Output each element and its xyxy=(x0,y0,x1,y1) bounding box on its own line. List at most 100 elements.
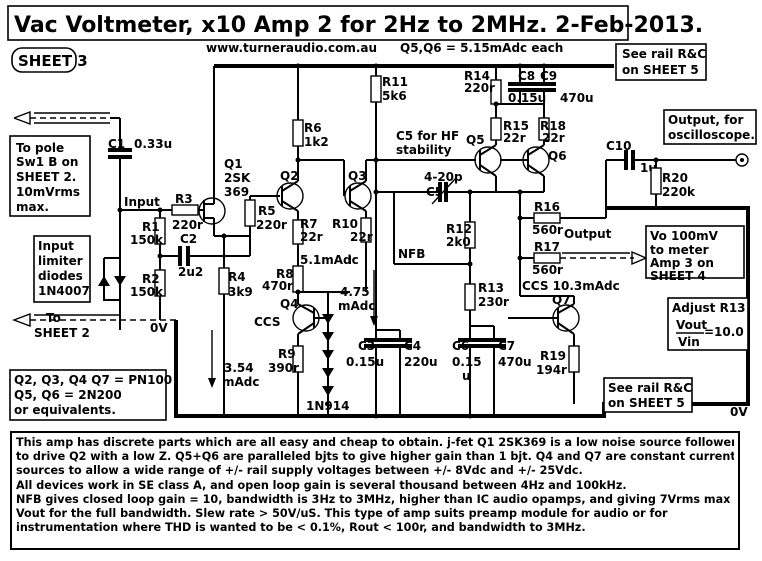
transistor-note-box xyxy=(9,369,167,421)
output-note-line1: Output, for xyxy=(668,113,744,127)
r16-resistor xyxy=(533,212,561,224)
junction-dot xyxy=(117,207,123,213)
r17-label: R17 xyxy=(534,240,560,254)
i-mid-a: 4.75 xyxy=(340,285,370,299)
r14-label: R14 xyxy=(464,69,490,83)
q3-collector-leg xyxy=(349,180,367,192)
q1-label: Q1 xyxy=(224,157,243,171)
q56-current-text: Q5,Q6 = 5.15mAdc each xyxy=(400,41,563,55)
diode-3-icon xyxy=(322,350,334,360)
c2-label: C2 xyxy=(180,232,197,246)
vo-arrow-icon xyxy=(631,250,648,266)
r4-value: 3k9 xyxy=(228,285,253,299)
input-label: Input xyxy=(124,195,160,209)
description-line: instrumentation where THD is wanted to b… xyxy=(16,521,586,535)
r9-value: 390r xyxy=(268,361,299,375)
q7-label: Q7 xyxy=(552,293,571,307)
junction-dot xyxy=(467,413,473,419)
description-line: Vout for the full bandwidth. Slew rate >… xyxy=(16,507,668,521)
ccs-right-label: CCS 10.3mAdc xyxy=(522,279,620,293)
junction-dot xyxy=(157,253,163,259)
to-sheet2-line1: To xyxy=(46,311,61,325)
c1-value: 0.33u xyxy=(134,137,172,151)
q2-circle xyxy=(276,182,304,210)
junction-dot xyxy=(541,63,547,69)
c5-note-a: C5 for HF xyxy=(396,129,459,143)
sheet-box xyxy=(11,47,77,73)
vo-note-line2: to meter xyxy=(650,243,709,257)
r20-value: 220k xyxy=(662,185,696,199)
r4-label: R4 xyxy=(228,270,246,284)
adjust-vout: Vout xyxy=(676,318,707,332)
q2-collector-leg xyxy=(281,180,299,192)
vo-note-line4: SHEET 4 xyxy=(650,269,706,283)
r20-label: R20 xyxy=(662,171,688,185)
r11-resistor xyxy=(370,75,382,103)
sheet-label: SHEET 3 xyxy=(18,52,88,70)
junction-dot xyxy=(221,233,227,239)
diode-b-icon xyxy=(114,276,126,286)
output-note-box xyxy=(663,109,757,145)
r6-resistor xyxy=(292,119,304,147)
adjust-note-box xyxy=(667,297,749,351)
c9-value: 470u xyxy=(560,91,594,105)
r2-value: 150k xyxy=(130,285,164,299)
page-title: Vac Voltmeter, x10 Amp 2 for 2Hz to 2MHz… xyxy=(14,13,703,38)
to-pole-line2: Sw1 B on xyxy=(16,155,78,169)
junction-dot xyxy=(517,189,523,195)
zero-v-left-label: 0V xyxy=(150,321,168,335)
output-note-line2: oscilloscope. xyxy=(668,128,755,142)
r6-value: 1k2 xyxy=(304,135,329,149)
junction-dot xyxy=(373,189,379,195)
to-pole-line1: To pole xyxy=(16,141,64,155)
c4-value: 220u xyxy=(404,355,438,369)
r12-value: 2k0 xyxy=(446,235,471,249)
q2-emitter-leg xyxy=(281,200,299,212)
c6-label: C6 xyxy=(452,339,469,353)
r1-label: R1 xyxy=(142,220,160,234)
r15-label: R15 xyxy=(503,119,529,133)
r13-resistor xyxy=(464,283,476,311)
zero-v-right-label: 0V xyxy=(730,405,748,419)
r14-value: 220r xyxy=(464,81,495,95)
q1-type-b: 369 xyxy=(224,185,249,199)
c6-value-a: 0.15 xyxy=(452,355,482,369)
limiter-box xyxy=(33,235,91,303)
rail-note-top-line1: See rail R&C xyxy=(622,47,706,61)
r15-resistor xyxy=(490,117,502,141)
junction-dot xyxy=(295,63,301,69)
r11-value: 5k6 xyxy=(382,89,407,103)
r9-label: R9 xyxy=(278,347,296,361)
q5-label: Q5 xyxy=(466,133,485,147)
output-label: Output xyxy=(564,227,612,241)
transistor-note-line2: Q5, Q6 = 2N200 xyxy=(14,388,122,402)
junction-dot xyxy=(373,413,379,419)
limiter-line3: diodes xyxy=(38,269,83,283)
r2-label: R2 xyxy=(142,272,160,286)
to-sheet2-arrow-icon xyxy=(12,312,31,328)
vo-note-line1: Vo 100mV xyxy=(650,229,719,243)
junction-dot xyxy=(157,207,163,213)
i-mid-b: mAdc xyxy=(338,299,376,313)
r18-label: R18 xyxy=(540,119,566,133)
vo-note-box xyxy=(645,225,745,279)
diode-5-icon xyxy=(322,386,334,396)
q5-emitter-leg xyxy=(479,144,497,156)
c2-value: 2u2 xyxy=(178,265,203,279)
r10-value: 22r xyxy=(350,230,373,244)
r10-label: R10 xyxy=(332,217,358,231)
r5-label: R5 xyxy=(258,204,276,218)
rail-note-bottom-line1: See rail R&C xyxy=(608,381,692,395)
c5-label: C5 xyxy=(426,185,443,199)
adjust-value: =10.0 xyxy=(704,325,744,339)
r5-value: 220r xyxy=(256,218,287,232)
website-text: www.turneraudio.com.au xyxy=(206,41,377,55)
q4-emitter-leg xyxy=(297,322,315,335)
nfb-label: NFB xyxy=(398,247,425,261)
q5-collector-leg xyxy=(479,164,497,177)
c5-note-b: stability xyxy=(396,143,452,157)
description-line: sources to allow a wide range of +/- rai… xyxy=(16,464,583,478)
junction-dot xyxy=(467,261,473,267)
junction-dot xyxy=(467,189,473,195)
